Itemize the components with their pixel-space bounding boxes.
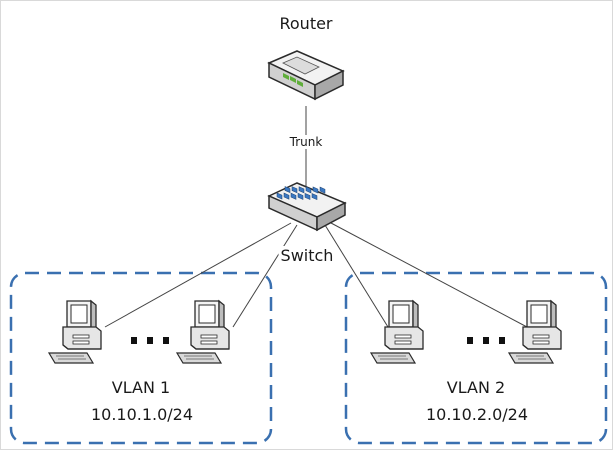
router-icon bbox=[267, 50, 345, 101]
ellipsis-dots bbox=[131, 337, 505, 344]
vlan-1-boundary bbox=[9, 271, 273, 445]
vlan-1-network: 10.10.1.0/24 bbox=[90, 405, 194, 424]
vlan-2-name: VLAN 2 bbox=[446, 378, 506, 397]
link-switch-pc1 bbox=[104, 222, 292, 328]
computer-icon bbox=[48, 300, 102, 364]
computer-icon bbox=[508, 300, 562, 364]
computer-icon bbox=[176, 300, 230, 364]
computer-icon bbox=[370, 300, 424, 364]
router-label: Router bbox=[279, 14, 333, 33]
vlan-2-network: 10.10.2.0/24 bbox=[425, 405, 529, 424]
switch-icon bbox=[267, 182, 347, 232]
link-switch-pc3 bbox=[324, 224, 389, 328]
link-switch-pc2 bbox=[232, 224, 298, 328]
links bbox=[104, 106, 528, 328]
vlan-2-boundary bbox=[344, 271, 608, 445]
vlan-1-name: VLAN 1 bbox=[111, 378, 171, 397]
trunk-label: Trunk bbox=[287, 135, 325, 149]
switch-label: Switch bbox=[278, 246, 336, 265]
link-switch-pc4 bbox=[330, 222, 528, 328]
